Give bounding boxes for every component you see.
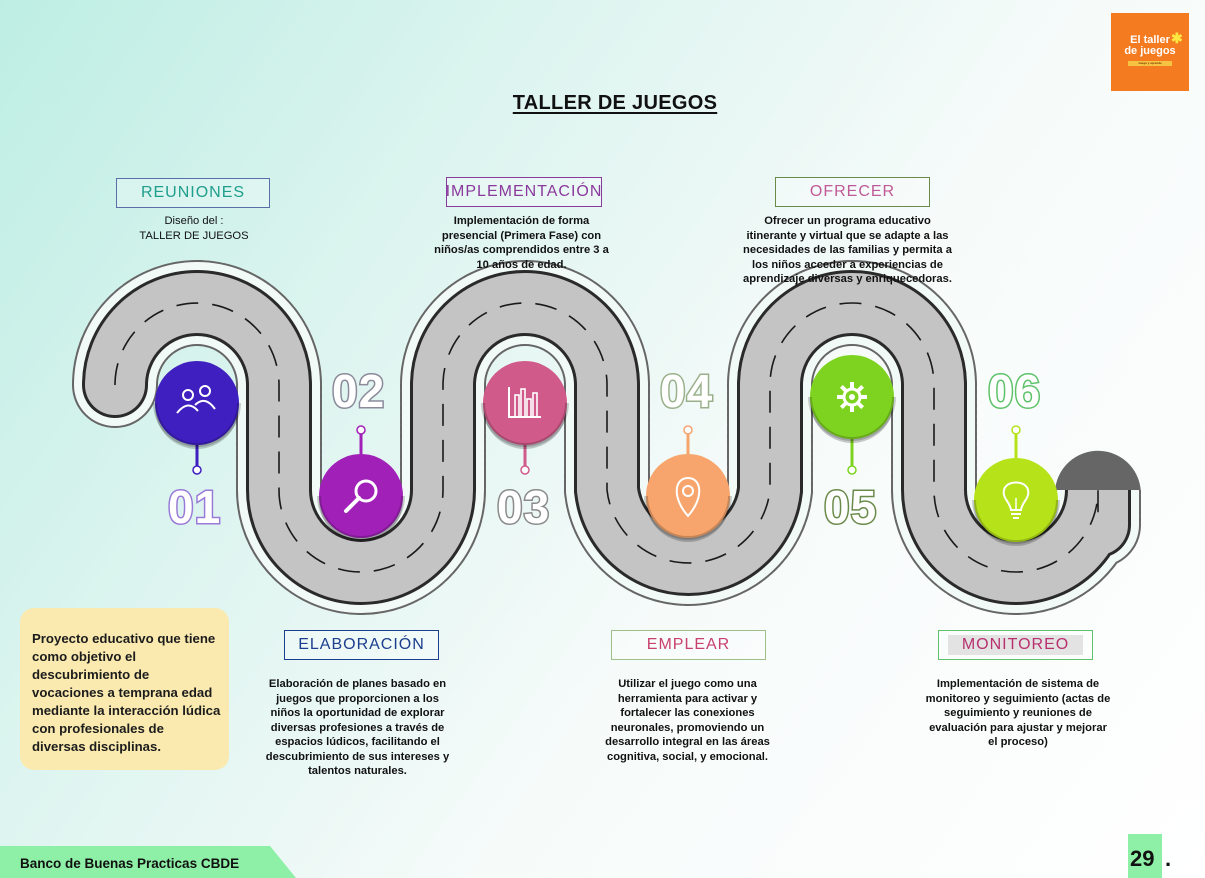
- stage-description-ofrecer: Ofrecer un programa educativo itinerante …: [720, 214, 975, 287]
- connector-dot: [683, 425, 693, 435]
- description-line: monitoreo y seguimiento (actas de: [925, 692, 1111, 705]
- brand-logo: El taller de juegos Juega y aprende ✱: [1111, 13, 1189, 91]
- stage-circle-rim: [808, 396, 896, 441]
- connector-dot: [192, 465, 202, 475]
- description-line: Ofrecer un programa educativo: [764, 215, 931, 227]
- description-line: Elaboración de planes basado en: [268, 678, 447, 690]
- location-pin-icon: [675, 476, 701, 518]
- description-line: Diseño del :: [164, 215, 224, 227]
- lightbulb-icon: [1002, 481, 1030, 519]
- gear-icon: [837, 382, 867, 412]
- stage-circle-rim: [644, 495, 732, 540]
- description-line: Implementación de sistema de: [936, 678, 1100, 690]
- description-line: 10 años de edad.: [476, 258, 567, 271]
- stage-description-reuniones: Diseño del : TALLER DE JUEGOS: [114, 214, 274, 243]
- connector-dot: [847, 465, 857, 475]
- stage-label-implementacion: IMPLEMENTACIÓN: [446, 177, 602, 207]
- page-number: 29.: [1128, 834, 1171, 878]
- stage-label-monitoreo: MONITOREO: [938, 630, 1093, 660]
- description-line: desarrollo integral en las áreas: [605, 736, 770, 748]
- stage-description-elaboracion: Elaboración de planes basado en juegos qu…: [250, 677, 465, 779]
- road-center-dashes: [114, 302, 1099, 573]
- stage-number-05: 05: [822, 480, 878, 535]
- description-line: fortalecer las conexiones: [620, 707, 755, 719]
- people-icon: [176, 385, 216, 414]
- logo-tagline: Juega y aprende: [1128, 61, 1172, 66]
- description-line: necesidades de las familias y permita a: [743, 244, 952, 256]
- stage-description-monitoreo: Implementación de sistema de monitoreo y …: [908, 677, 1128, 750]
- connector-dot: [520, 465, 530, 475]
- search-icon: [344, 479, 378, 513]
- road-surface: [85, 273, 1128, 602]
- description-line: herramienta para activar y: [617, 692, 758, 705]
- description-line: juegos que proporcionen a los: [276, 692, 439, 705]
- stage-circle-rim: [481, 402, 569, 447]
- description-line: itinerante y virtual que se adapte a las: [746, 229, 949, 242]
- stage-number-03: 03: [495, 480, 551, 535]
- description-line: TALLER DE JUEGOS: [139, 229, 249, 242]
- description-line: los niños acceder a experiencias de: [752, 258, 943, 271]
- footer-banner: Banco de Buenas Practicas CBDE: [0, 846, 296, 878]
- project-note: Proyecto educativo que tiene como objeti…: [20, 608, 229, 770]
- stage-description-emplear: Utilizar el juego como una herramienta pa…: [580, 677, 795, 764]
- description-line: aprendizaje diversas y enriquecedoras.: [743, 273, 952, 285]
- description-line: Implementación de forma: [453, 215, 590, 227]
- description-line: niños la oportunidad de explorar: [270, 707, 445, 719]
- description-line: espacios lúdicos, facilitando el: [275, 736, 440, 748]
- logo-line1: El taller: [1130, 34, 1170, 46]
- connector-dot: [356, 425, 366, 435]
- stage-number-04: 04: [658, 364, 714, 419]
- stage-circle-rim: [972, 499, 1060, 544]
- description-line: evaluación para ajustar y mejorar: [929, 721, 1107, 734]
- star-icon: ✱: [1171, 30, 1183, 46]
- description-line: Utilizar el juego como una: [618, 678, 757, 690]
- stage-label-emplear: EMPLEAR: [611, 630, 766, 660]
- description-line: neuronales, promoviendo un: [610, 721, 765, 734]
- stage-description-implementacion: Implementación de forma presencial (Prime…: [414, 214, 629, 272]
- stage-label-ofrecer: OFRECER: [775, 177, 930, 207]
- stage-circle-rim: [153, 402, 241, 447]
- page-title: TALLER DE JUEGOS: [512, 92, 718, 114]
- description-line: descubrimiento de sus intereses y: [265, 750, 450, 763]
- description-line: niños/as comprendidos entre 3 a: [434, 244, 609, 256]
- description-line: el proceso): [988, 736, 1048, 748]
- description-line: diversas profesiones a través de: [270, 721, 445, 734]
- bar-chart-icon: [508, 387, 541, 418]
- stage-label-elaboracion: ELABORACIÓN: [284, 630, 439, 660]
- stage-number-01: 01: [166, 480, 222, 535]
- connector-dot: [1011, 425, 1021, 435]
- stage-number-02: 02: [330, 364, 386, 419]
- stage-circle-rim: [317, 495, 405, 540]
- description-line: seguimiento y reuniones de: [944, 707, 1092, 719]
- stage-circle: [319, 454, 403, 538]
- stage-label-reuniones: REUNIONES: [116, 178, 270, 208]
- page-number-dot: .: [1165, 846, 1172, 871]
- description-line: talentos naturales.: [308, 765, 407, 777]
- logo-line2: de juegos: [1124, 45, 1176, 57]
- stage-number-06: 06: [986, 364, 1042, 419]
- description-line: cognitiva, social, y emocional.: [606, 750, 769, 763]
- description-line: presencial (Primera Fase) con: [441, 229, 602, 242]
